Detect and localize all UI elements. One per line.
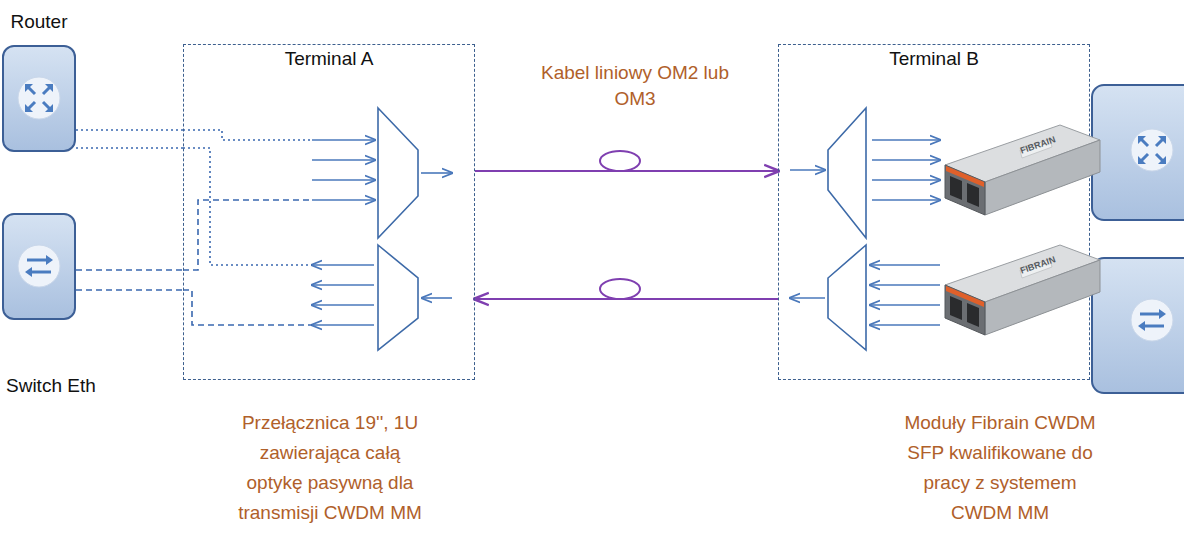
terminal-frame: Terminal B (778, 44, 1090, 380)
switch-box: Switch Eth (2, 213, 76, 320)
demux-trapezoid (378, 245, 418, 350)
switch-icon (18, 245, 60, 287)
brand-mark: FIBRAIN (1008, 251, 1068, 281)
terminal-frame: Terminal A (183, 44, 475, 380)
module-note: Moduły Fibrain CWDM SFP kwalifikowane do… (900, 408, 1100, 528)
router-icon (1131, 129, 1173, 171)
cable-note: Kabel liniowy OM2 lub OM3 (520, 60, 750, 112)
fiber-loop (600, 151, 640, 171)
mux-trapezoid (828, 245, 866, 350)
node-label: Switch Eth (6, 375, 76, 397)
node-label: Router (4, 11, 74, 33)
router-box: Router (2, 45, 76, 152)
terminal-note: Przełącznica 19'', 1U zawierająca całą o… (232, 408, 428, 528)
demux-trapezoid (828, 108, 866, 238)
switch-icon (1131, 299, 1173, 341)
patch-cord (76, 269, 183, 271)
router-icon (18, 77, 60, 119)
switch-box (1092, 258, 1184, 393)
sfp-module (945, 245, 1100, 335)
line-fiber (475, 170, 778, 172)
channel-arrows (312, 140, 940, 325)
mux-trapezoid (378, 108, 418, 238)
patch-cords (183, 130, 312, 325)
patch-cord (76, 147, 183, 149)
brand-mark: FIBRAIN (1008, 131, 1068, 161)
node-label: Terminal B (779, 48, 1089, 70)
line-fiber (475, 298, 778, 300)
sfp-module (945, 125, 1100, 215)
fiber-loop (600, 279, 640, 299)
patch-cord (76, 289, 183, 291)
patch-cord (76, 129, 183, 131)
node-label: Terminal A (184, 48, 474, 70)
router-box (1092, 85, 1184, 220)
